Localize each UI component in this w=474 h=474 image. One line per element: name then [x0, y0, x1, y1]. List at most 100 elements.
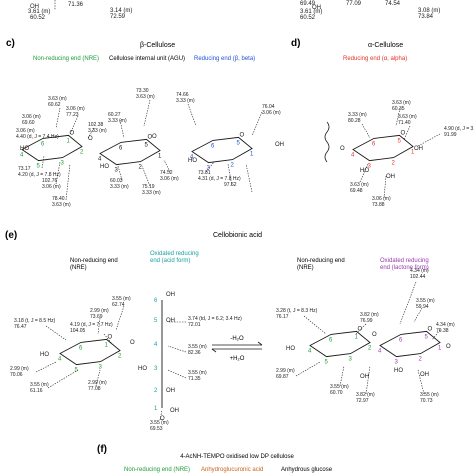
assignment-leader — [115, 305, 125, 331]
hydroxyl-label: HO — [394, 368, 403, 374]
carbon-number: 6 — [329, 337, 333, 343]
panel-e-left-shift: 3.18 (t, J = 8.5 Hz)76.47 — [14, 318, 56, 330]
top-strip-text: 72.59 — [110, 14, 126, 20]
panel-e-left-shift: 2.99 (m)73.69 — [90, 308, 109, 320]
panel-d-shift: 3.06 (m)73.88 — [372, 196, 391, 208]
assignment-leader — [41, 155, 45, 169]
panel-e-right-shift: 3.82 (m)76.99 — [360, 312, 379, 324]
ring-oxygen: O — [240, 132, 245, 138]
assignment-leader — [227, 163, 233, 187]
carbon-number: 5 — [425, 334, 429, 340]
assignment-leader — [143, 99, 151, 127]
glycosidic-oxygen: O — [130, 340, 135, 346]
carbon-number: 1 — [355, 334, 359, 340]
carbon-number: 6 — [399, 337, 403, 343]
carbon-number: 2 — [80, 150, 84, 156]
assignment-leader — [159, 409, 163, 421]
carbon-number: 2 — [392, 161, 396, 167]
panel-e-right-shift: 3.55 (m)59.94 — [416, 298, 435, 310]
carbon-number: 6 — [372, 141, 376, 147]
assignment-leader — [141, 165, 151, 187]
assignment-leader — [303, 315, 327, 335]
assignment-leader — [359, 163, 369, 183]
panel-e-right-shift: 3.55 (m)60.70 — [330, 384, 349, 396]
assignment-leader — [119, 119, 125, 139]
top-strip-text: 69.49 — [300, 1, 316, 7]
hydroxyl-label: HO — [40, 352, 49, 358]
assignment-leader — [103, 333, 113, 345]
carbon-number: 2 — [118, 354, 122, 360]
carbon-number: 2 — [231, 163, 235, 169]
assignment-leader — [205, 161, 215, 173]
carbon-number: 3 — [395, 360, 399, 366]
assignment-leader — [251, 111, 263, 137]
panel-e-left-shift: 3.55 (m)82.36 — [188, 344, 207, 356]
top-strip-text: 3.61 (m) — [28, 9, 50, 15]
panel-d-shift: 3.63 (m)69.48 — [350, 182, 369, 194]
panel-c-shift: 3.06 (m)69.60 — [22, 114, 41, 126]
assignment-leader — [97, 317, 101, 335]
panel-f-title: 4-AcNH-TEMPO oxidised low DP cellulose — [180, 454, 294, 460]
carbon-number: 3 — [349, 357, 353, 363]
panel-e-left-shift: 3.55 (m)61.16 — [30, 382, 49, 394]
panel-c-re-label: Reducing end (β, beta) — [194, 56, 255, 62]
panel-e-left-shift: 3.74 (td, J = 6.2; 3.4 Hz)72.01 — [188, 316, 242, 328]
carbon-number: 3 — [115, 168, 119, 174]
carbon-number: 5 — [37, 164, 41, 170]
carbon-number: 3 — [61, 161, 65, 167]
carbon-number: 6 — [119, 145, 123, 151]
carbonyl-oxygen: O — [446, 344, 451, 350]
carbon-number: 4 — [190, 155, 194, 161]
assignment-leader — [399, 281, 417, 325]
panel-c-shift: 3.63 (m)60.62 — [48, 96, 67, 108]
panel-f-anhydro-glucose-label: Anhydrous glucose — [281, 467, 333, 473]
hydroxyl-label: HO — [360, 168, 369, 174]
assignment-leader — [395, 107, 401, 127]
carbon-number: 6 — [211, 143, 215, 149]
hydroxyl-label: OH — [360, 374, 369, 380]
panel-e-left-shift: 4.19 (d, J = 7.7 Hz)104.05 — [70, 322, 113, 334]
carbon-number: 2 — [139, 165, 143, 171]
panel-e-right-shift: 3.28 (t, J = 8.3 Hz)76.17 — [276, 308, 318, 320]
ring-oxygen: O — [428, 326, 433, 332]
glycosidic-oxygen: O — [88, 136, 93, 142]
panel-e-right-shift: 4.34 (m)102.44 — [410, 268, 429, 280]
panel-c-shift: 3.06 (m)77.23 — [66, 106, 85, 118]
panel-d-re-label: Reducing end (α, alpha) — [343, 56, 407, 62]
assignment-leader — [95, 369, 101, 387]
equilibrium-arrow — [211, 341, 263, 353]
top-strip-text: 73.84 — [418, 14, 434, 20]
panel-c-agu-label: Cellulose internal unit (AGU) — [109, 56, 185, 62]
hydroxyl-label: OH — [386, 174, 395, 180]
hydroxyl-label: OH — [420, 372, 429, 378]
panel-e-left-shift: 3.55 (m)69.53 — [150, 420, 169, 432]
assignment-leader — [55, 161, 61, 185]
assignment-leader — [167, 369, 187, 379]
hydroxyl-label: OH — [170, 408, 179, 414]
panel-f-anhydro-acid-label: Anhydroglucuronic acid — [201, 467, 263, 473]
hydroxyl-label: OH — [166, 292, 175, 298]
assignment-leader — [383, 175, 387, 199]
top-strip-text: 71.36 — [68, 2, 84, 8]
panel-d-annotations: 3.63 (m)60.353.33 (m)80.283.63 (m)71.404… — [348, 100, 474, 208]
glycosidic-oxygen: O — [152, 134, 157, 140]
panel-d-shift: 4.90 (d, J = 3.4 Hz)91.99 — [444, 126, 474, 138]
panel-c-annotations: 3.63 (m)60.623.06 (m)77.23 3.06 (m)69.60 3… — [16, 88, 281, 208]
panel-d-shift: 3.63 (m)71.40 — [398, 114, 417, 126]
ring-oxygen: O — [108, 334, 113, 340]
panel-e-nre-left-line1: Non-reducing end(NRE) — [70, 258, 118, 271]
carbon-number: 2 — [368, 346, 372, 352]
carbon-number: 3 — [368, 164, 372, 170]
